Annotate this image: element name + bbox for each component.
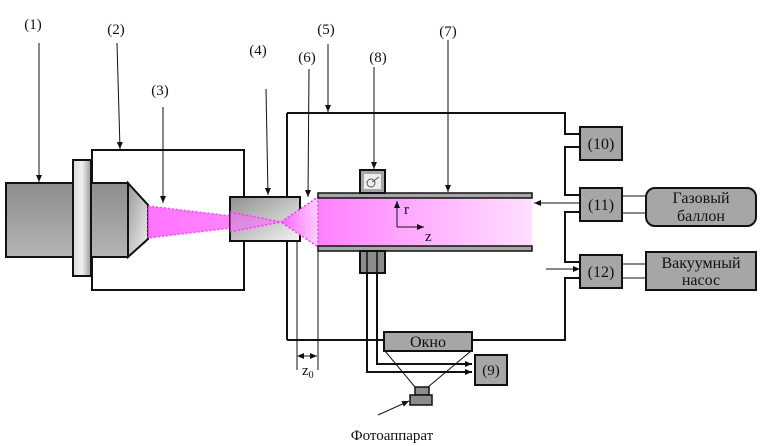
z0-label: z0: [302, 363, 314, 381]
svg-text:(1): (1): [24, 17, 42, 33]
callout-5: (5): [317, 22, 335, 112]
tube-wall-top: [317, 192, 533, 199]
vacuum-pump-label-2: насос: [682, 272, 720, 289]
callout-4: (4): [249, 43, 271, 196]
box-11: [579, 187, 623, 222]
svg-text:(7): (7): [439, 24, 457, 40]
callout-7: (7): [439, 24, 457, 192]
svg-text:(2): (2): [107, 22, 125, 38]
svg-text:(6): (6): [298, 50, 316, 66]
gas-cylinder-label-2: баллон: [677, 208, 725, 225]
gas-cylinder-label-1: Газовый: [672, 190, 729, 207]
callout-8: (8): [369, 50, 387, 169]
window-box: [383, 331, 473, 352]
z-axis-label: z: [425, 229, 432, 245]
callout-1: (1): [24, 17, 42, 182]
box-9: [474, 354, 508, 386]
tube-wall-bottom: [317, 245, 533, 252]
vacuum-chamber: [287, 112, 580, 135]
plasma-tube-interior: [318, 197, 532, 246]
vacuum-pump-label-1: Вакуумный: [661, 255, 741, 272]
box-12-label: (12): [588, 264, 615, 281]
window-label: Окно: [410, 334, 446, 351]
svg-text:(4): (4): [249, 43, 267, 59]
vacuum-pump: [645, 251, 757, 291]
svg-text:(3): (3): [151, 83, 169, 99]
callout-3: (3): [151, 83, 169, 203]
camera-label: Фотоаппарат: [351, 428, 434, 444]
svg-text:(5): (5): [317, 22, 335, 38]
callout-2: (2): [107, 22, 125, 150]
box-10-label: (10): [588, 136, 615, 153]
box-11-label: (11): [588, 197, 614, 214]
r-axis-label: r: [404, 202, 409, 218]
callout-6: (6): [298, 50, 316, 198]
gas-cylinder: [645, 187, 757, 227]
laser-beam: [147, 205, 282, 239]
laser-body: [5, 159, 149, 277]
box-9-label: (9): [482, 363, 500, 379]
svg-text:(8): (8): [369, 50, 387, 66]
probe-block: [359, 250, 386, 274]
box-10: [579, 126, 623, 161]
pressure-gauge: [359, 169, 386, 194]
box-12: [579, 254, 623, 289]
camera: [409, 386, 433, 406]
